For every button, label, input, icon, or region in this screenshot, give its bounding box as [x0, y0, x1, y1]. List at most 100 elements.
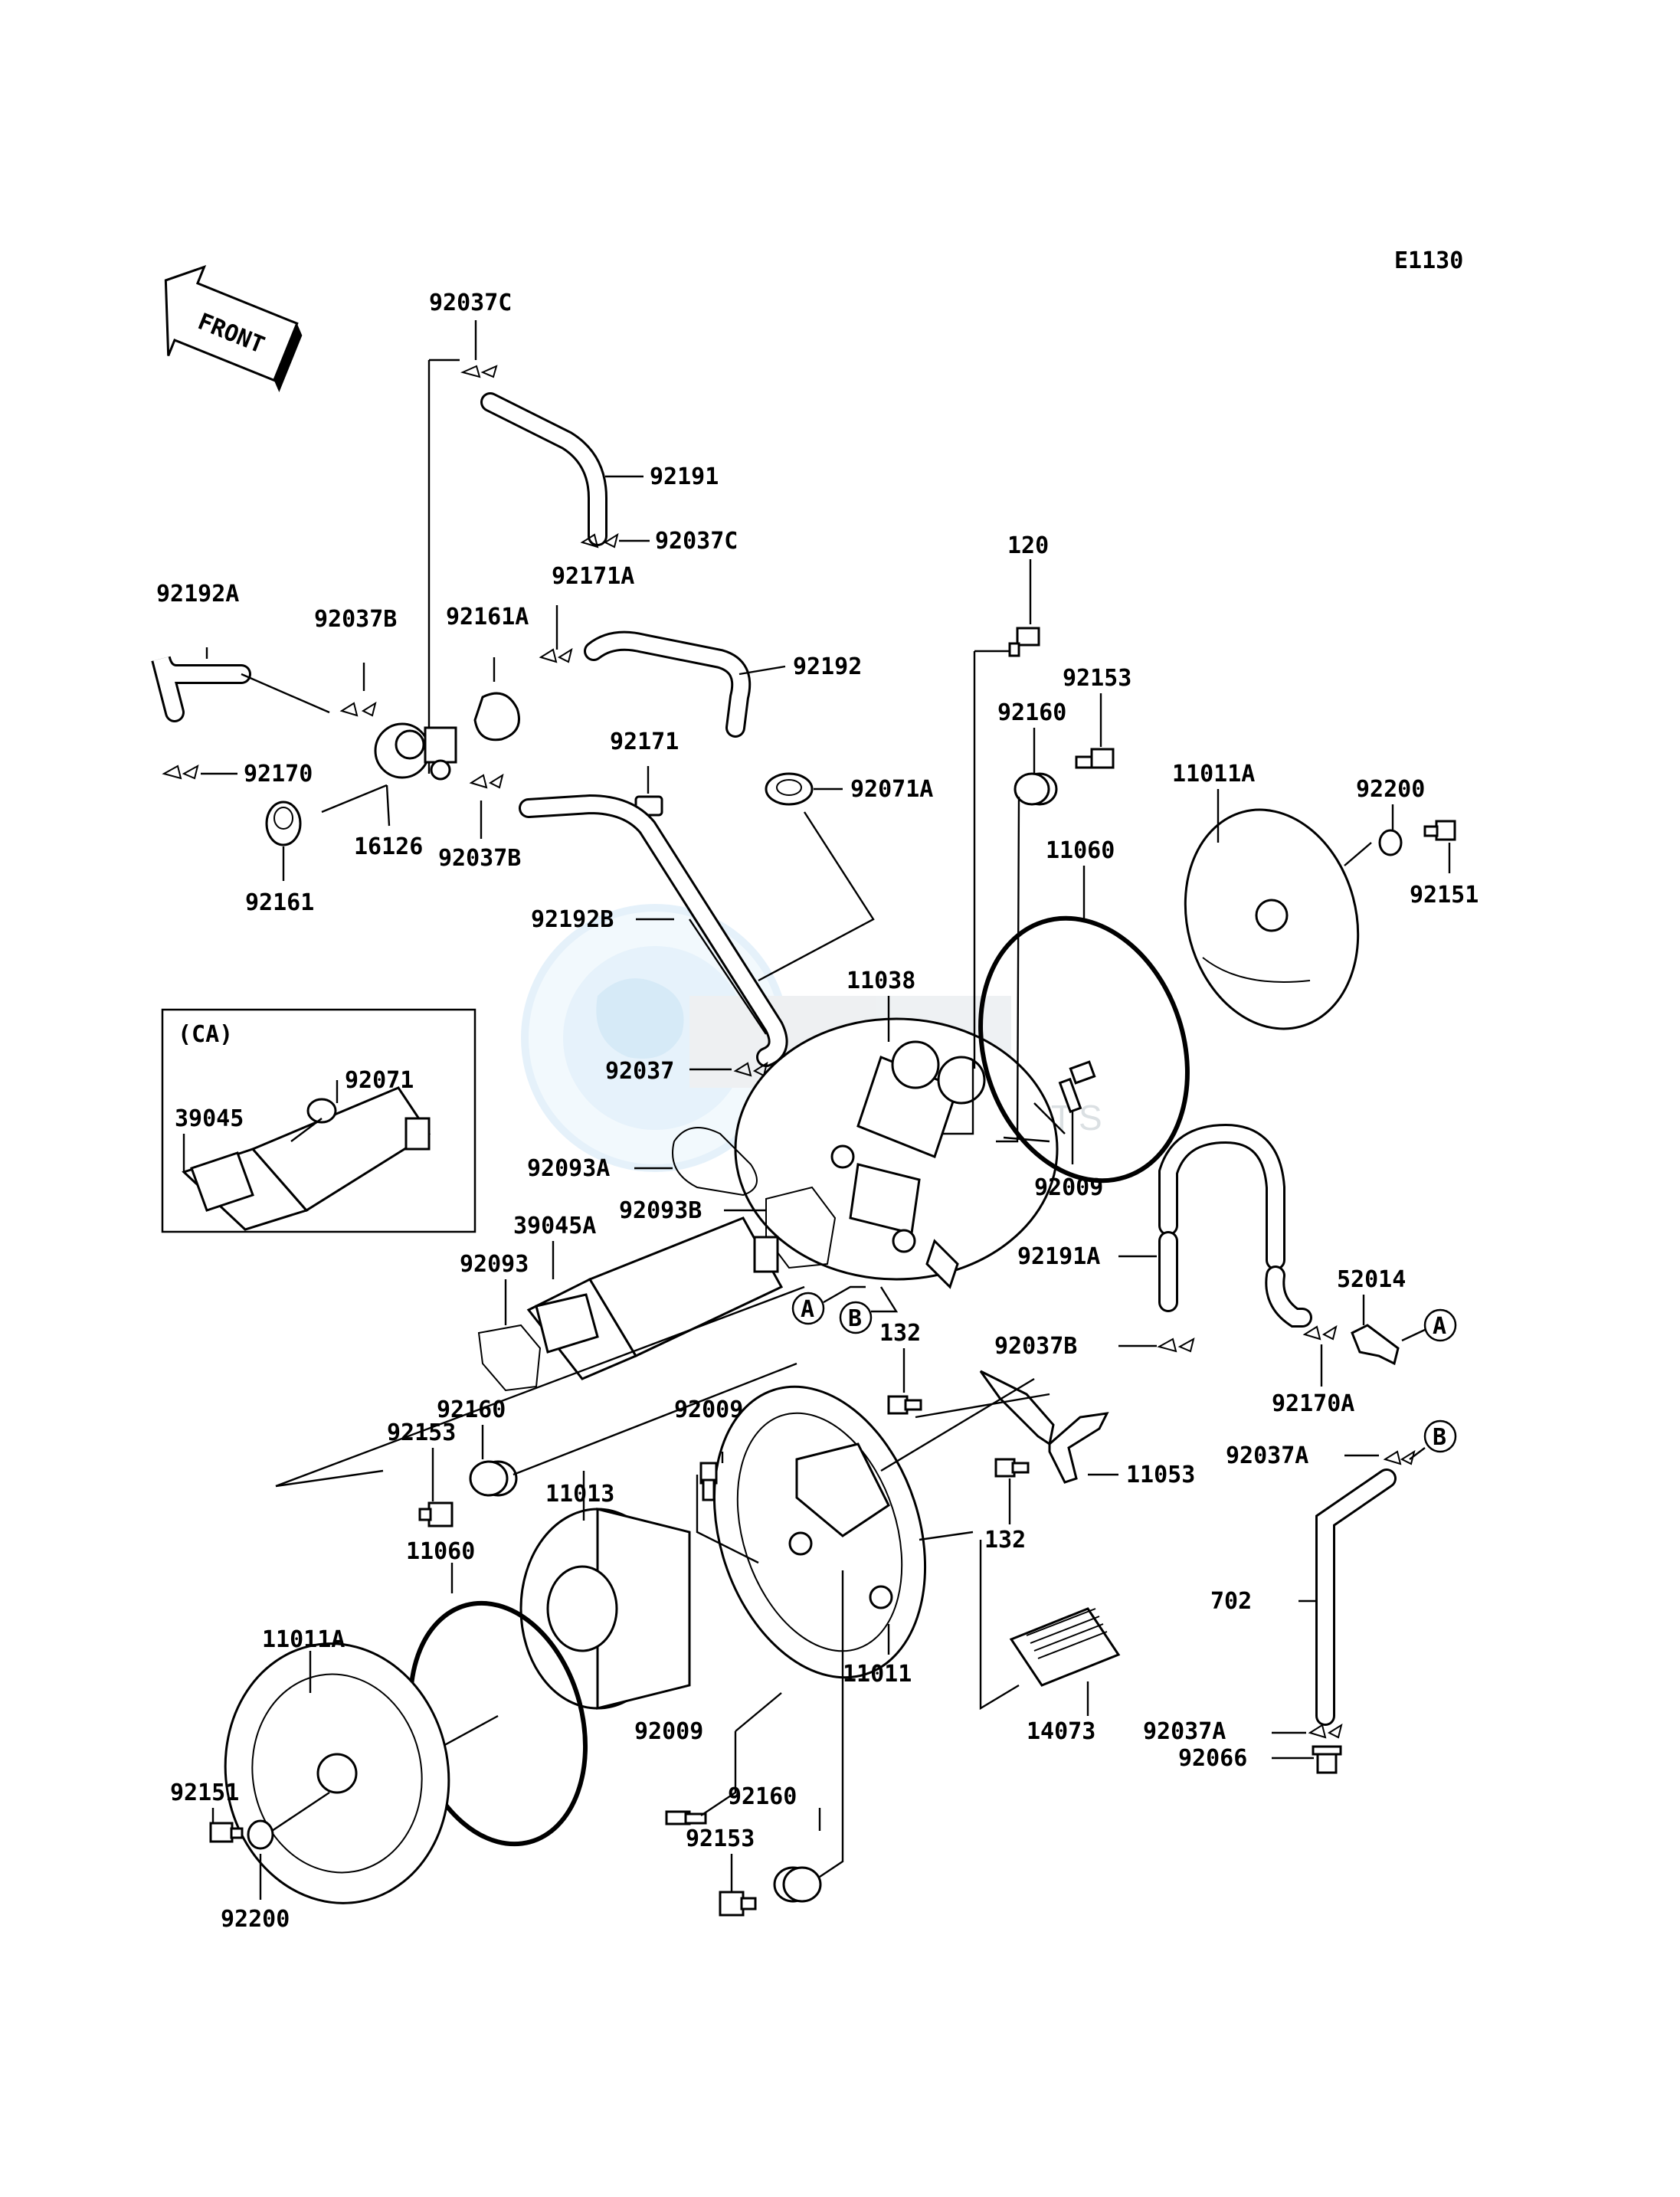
rubber-cap-92161 — [265, 801, 302, 846]
washer-92200-bot — [247, 1819, 274, 1850]
collar-92160-top — [1014, 772, 1058, 806]
air-cleaner-cover-11011a-top — [1184, 808, 1360, 1030]
bolt-92153-top — [1075, 748, 1115, 769]
ref-b-marker-left: B — [839, 1301, 873, 1334]
label-92037c-top: 92037C — [429, 290, 512, 316]
label-11011a-bot: 11011A — [262, 1626, 345, 1653]
hose-clamp-92171a — [539, 647, 573, 663]
label-92037: 92037 — [605, 1058, 674, 1085]
label-92200-top: 92200 — [1356, 776, 1425, 803]
washer-92200-top — [1378, 829, 1403, 856]
label-92160-mid: 92160 — [437, 1396, 506, 1423]
label-132-top: 132 — [879, 1320, 921, 1347]
label-92192a: 92192A — [156, 581, 239, 607]
bolt-92153-bot — [719, 1891, 757, 1917]
label-39045a: 39045A — [513, 1213, 596, 1239]
bolt-92151-top — [1423, 820, 1456, 841]
label-92192b: 92192B — [531, 906, 614, 933]
hose-clamp-92037a-top — [1383, 1449, 1416, 1465]
canister-39045 — [182, 1086, 431, 1231]
air-filter-element-11013 — [519, 1508, 691, 1710]
label-92153-bot: 92153 — [686, 1825, 755, 1852]
label-92037a-top: 92037A — [1226, 1442, 1308, 1469]
label-14073: 14073 — [1027, 1718, 1095, 1745]
svg-text:A: A — [801, 1296, 814, 1323]
label-92200-bot: 92200 — [221, 1906, 290, 1933]
collar-92160-bot — [773, 1866, 822, 1903]
inset-ca-box — [161, 1008, 476, 1233]
label-92037b-mid: 92037B — [438, 845, 521, 872]
hose-clamp-92037b-mid — [469, 773, 504, 789]
svg-text:B: B — [848, 1305, 862, 1332]
label-92171: 92171 — [610, 729, 679, 755]
hose-clamp-92037c-mid — [580, 532, 619, 548]
hose-clamp-92170 — [162, 765, 199, 780]
seal-ring-11060-top — [978, 915, 1190, 1184]
label-92071: 92071 — [345, 1067, 414, 1094]
label-92093b: 92093B — [619, 1197, 702, 1224]
bracket-11053 — [979, 1370, 1109, 1484]
label-92151-bot: 92151 — [170, 1780, 239, 1806]
air-cleaner-base-11038 — [734, 1017, 1059, 1289]
grommet-92071a — [765, 772, 814, 806]
label-11060-bot: 11060 — [406, 1538, 475, 1565]
label-92037c-mid: 92037C — [655, 528, 738, 555]
reed-valve-14073 — [1009, 1607, 1121, 1687]
hose-clamp-92037 — [733, 1061, 768, 1077]
label-92170a: 92170A — [1272, 1390, 1354, 1417]
hose-clamp-92037b-top — [339, 701, 377, 717]
svg-text:B: B — [1433, 1424, 1446, 1451]
label-92161a: 92161A — [446, 604, 529, 630]
part-labels: 92037C 92191 92037C 120 92192A 92037B 92… — [156, 290, 1479, 1933]
ref-a-marker-right: A — [1423, 1308, 1457, 1342]
label-11011a-top: 11011A — [1172, 761, 1255, 787]
air-switching-valve — [374, 722, 457, 781]
label-ca: (CA) — [178, 1021, 233, 1048]
air-cleaner-case-11011 — [712, 1385, 927, 1679]
label-132-bot: 132 — [984, 1527, 1026, 1554]
ref-a-marker-left: A — [791, 1292, 825, 1325]
label-16126: 16126 — [354, 833, 423, 860]
label-120: 120 — [1007, 532, 1049, 559]
svg-text:A: A — [1433, 1313, 1446, 1340]
label-92066: 92066 — [1178, 1745, 1247, 1772]
bolt-92009-right — [1058, 1060, 1096, 1114]
label-92153-mid: 92153 — [387, 1419, 456, 1446]
label-92093: 92093 — [460, 1251, 529, 1278]
label-92171a: 92171A — [552, 563, 634, 590]
label-92071a: 92071A — [850, 776, 933, 803]
label-92093a: 92093A — [527, 1155, 610, 1182]
bolt-92151-bot — [209, 1822, 244, 1843]
label-92161: 92161 — [245, 889, 314, 916]
label-52014: 52014 — [1337, 1266, 1406, 1293]
pipe-52014 — [1351, 1324, 1400, 1366]
label-92160-top: 92160 — [997, 699, 1066, 726]
label-11053: 11053 — [1126, 1462, 1195, 1488]
label-702: 702 — [1210, 1588, 1252, 1615]
canister-39045a — [526, 1216, 784, 1380]
hose-clamp-92037c-top — [460, 365, 498, 378]
label-39045: 39045 — [175, 1105, 244, 1132]
label-92037b-top: 92037B — [314, 606, 397, 633]
air-cleaner-cover-11011a-bot — [224, 1642, 450, 1904]
bolt-92009-bot — [665, 1810, 707, 1825]
hose-clamp-92037a-bot — [1308, 1723, 1343, 1739]
bolt-132-bot — [994, 1458, 1030, 1478]
label-92153-top: 92153 — [1063, 665, 1131, 692]
label-92191a: 92191A — [1017, 1243, 1100, 1270]
label-92009-bot: 92009 — [634, 1718, 703, 1745]
bolt-92009-mid — [699, 1462, 718, 1501]
label-11013: 11013 — [545, 1481, 614, 1508]
label-92170: 92170 — [244, 761, 313, 787]
bolt-92153-mid — [418, 1501, 454, 1527]
label-11060-top: 11060 — [1046, 837, 1115, 864]
label-11038: 11038 — [847, 968, 915, 994]
gasket-92093a — [672, 1127, 758, 1197]
gasket-92093 — [477, 1324, 542, 1392]
label-92160-bot: 92160 — [728, 1783, 797, 1810]
label-92009-right: 92009 — [1034, 1174, 1103, 1201]
label-92037a-bot: 92037A — [1143, 1718, 1226, 1745]
label-92037b-bot: 92037B — [994, 1333, 1077, 1360]
bolt-120 — [1008, 627, 1040, 657]
